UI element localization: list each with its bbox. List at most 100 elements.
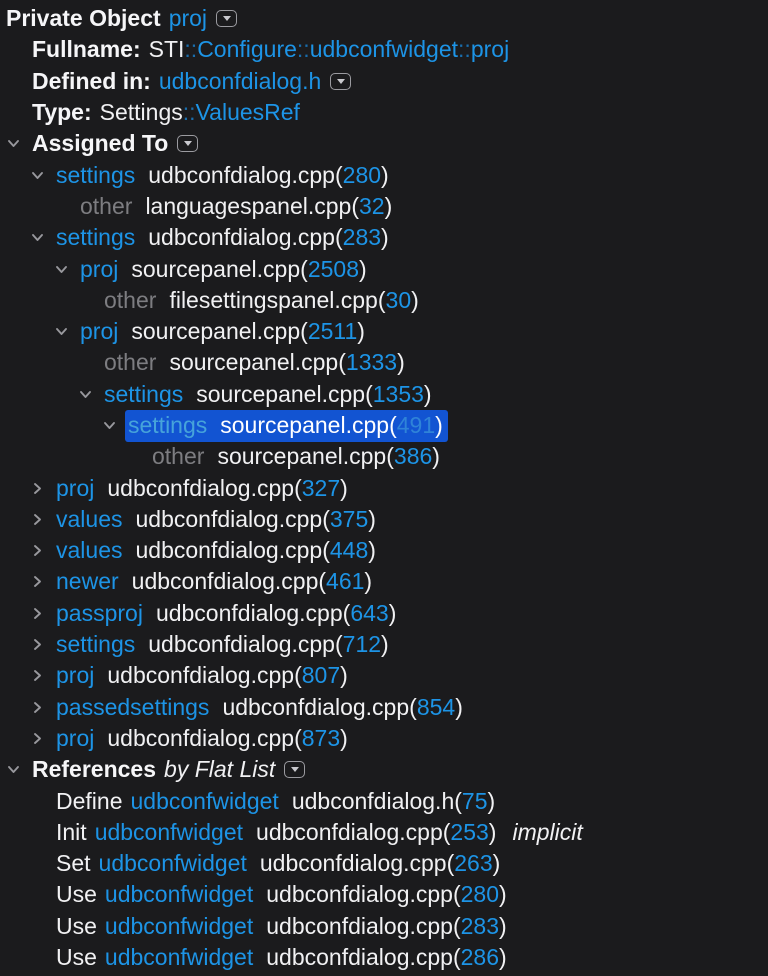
dropdown-menu-icon[interactable] bbox=[284, 761, 306, 779]
file-name[interactable]: udbconfdialog.cpp bbox=[256, 818, 443, 845]
file-name[interactable]: udbconfdialog.cpp bbox=[135, 505, 323, 532]
chevron-right-icon[interactable] bbox=[30, 668, 56, 683]
file-name[interactable]: udbconfdialog.h bbox=[291, 787, 455, 814]
line-number[interactable]: 283 bbox=[460, 912, 500, 939]
chevron-down-icon[interactable] bbox=[6, 762, 32, 777]
symbol-link[interactable]: ValuesRef bbox=[195, 99, 300, 126]
assignee-name[interactable]: settings bbox=[56, 161, 136, 188]
line-number[interactable]: 873 bbox=[301, 724, 341, 751]
file-name[interactable]: sourcepanel.cpp bbox=[217, 443, 387, 470]
entity-link[interactable]: udbconfwidget bbox=[104, 944, 254, 971]
entity-link[interactable]: udbconfwidget bbox=[104, 912, 254, 939]
line-number[interactable]: 32 bbox=[359, 192, 385, 219]
dropdown-menu-icon[interactable] bbox=[216, 10, 238, 28]
dropdown-menu-icon[interactable] bbox=[330, 72, 352, 90]
line-number[interactable]: 280 bbox=[460, 881, 500, 908]
line-number[interactable]: 375 bbox=[329, 505, 369, 532]
line-number[interactable]: 327 bbox=[301, 474, 341, 501]
line-number[interactable]: 280 bbox=[342, 161, 382, 188]
file-name[interactable]: udbconfdialog.cpp bbox=[148, 224, 335, 251]
chevron-right-icon[interactable] bbox=[30, 637, 56, 652]
file-name[interactable]: udbconfdialog.cpp bbox=[148, 161, 335, 188]
symbol-link[interactable]: Configure bbox=[197, 36, 297, 63]
line-number[interactable]: 854 bbox=[416, 693, 456, 720]
file-name[interactable]: udbconfdialog.cpp bbox=[135, 537, 323, 564]
file-name[interactable]: udbconfdialog.cpp bbox=[148, 631, 335, 658]
line-number[interactable]: 286 bbox=[460, 944, 500, 971]
assignee-name[interactable]: passproj bbox=[56, 599, 143, 626]
file-name[interactable]: udbconfdialog.cpp bbox=[131, 568, 319, 595]
chevron-right-icon[interactable] bbox=[30, 574, 56, 589]
line-number[interactable]: 263 bbox=[454, 850, 493, 877]
entity-link[interactable]: udbconfwidget bbox=[104, 881, 254, 908]
symbol-link[interactable]: proj bbox=[470, 36, 510, 63]
assignee-name[interactable]: proj bbox=[80, 255, 119, 282]
line-number[interactable]: 253 bbox=[450, 818, 489, 845]
file-name[interactable]: sourcepanel.cpp bbox=[220, 411, 390, 438]
assignee-name[interactable]: values bbox=[56, 537, 123, 564]
file-name[interactable]: udbconfdialog.cpp bbox=[266, 881, 453, 908]
line-number[interactable]: 448 bbox=[329, 537, 369, 564]
chevron-down-icon[interactable] bbox=[102, 418, 128, 433]
file-name[interactable]: udbconfdialog.cpp bbox=[266, 912, 453, 939]
entity-link[interactable]: udbconfwidget bbox=[130, 787, 279, 814]
chevron-down-icon[interactable] bbox=[54, 262, 80, 277]
file-name[interactable]: sourcepanel.cpp bbox=[131, 255, 301, 282]
chevron-down-icon[interactable] bbox=[30, 230, 56, 245]
chevron-down-icon[interactable] bbox=[54, 324, 80, 339]
file-name[interactable]: udbconfdialog.cpp bbox=[259, 850, 447, 877]
chevron-down-icon[interactable] bbox=[6, 136, 32, 151]
line-number[interactable]: 283 bbox=[342, 224, 382, 251]
assignee-name[interactable]: values bbox=[56, 505, 123, 532]
symbol-link[interactable]: udbconfwidget bbox=[309, 36, 459, 63]
entity-link[interactable]: udbconfwidget bbox=[98, 850, 247, 877]
chevron-right-icon[interactable] bbox=[30, 731, 56, 746]
line-number[interactable]: 2511 bbox=[307, 318, 358, 345]
object-name-link[interactable]: proj bbox=[168, 5, 208, 32]
assignee-name[interactable]: proj bbox=[56, 474, 95, 501]
file-name[interactable]: languagespanel.cpp bbox=[145, 192, 352, 219]
dropdown-menu-icon[interactable] bbox=[177, 135, 199, 153]
line-number[interactable]: 75 bbox=[461, 787, 488, 814]
entity-link[interactable]: udbconfwidget bbox=[94, 818, 244, 845]
file-name[interactable]: filesettingspanel.cpp bbox=[169, 286, 378, 313]
assignee-name[interactable]: proj bbox=[56, 662, 95, 689]
symbol-link[interactable]: udbconfdialog.h bbox=[158, 67, 322, 94]
line-number[interactable]: 807 bbox=[301, 662, 341, 689]
line-number[interactable]: 712 bbox=[342, 631, 382, 658]
file-name[interactable]: udbconfdialog.cpp bbox=[107, 474, 295, 501]
line-number[interactable]: 2508 bbox=[307, 255, 359, 282]
file-name[interactable]: udbconfdialog.cpp bbox=[107, 724, 295, 751]
file-name[interactable]: udbconfdialog.cpp bbox=[155, 599, 343, 626]
assignee-name[interactable]: settings bbox=[104, 380, 184, 407]
file-name[interactable]: sourcepanel.cpp bbox=[131, 318, 301, 345]
chevron-right-icon[interactable] bbox=[30, 543, 56, 558]
file-name[interactable]: udbconfdialog.cpp bbox=[222, 693, 410, 720]
chevron-right-icon[interactable] bbox=[30, 606, 56, 621]
line-number[interactable]: 386 bbox=[393, 443, 433, 470]
file-name[interactable]: sourcepanel.cpp bbox=[196, 380, 366, 407]
chevron-down-icon[interactable] bbox=[78, 387, 104, 402]
chevron-right-icon[interactable] bbox=[30, 512, 56, 527]
